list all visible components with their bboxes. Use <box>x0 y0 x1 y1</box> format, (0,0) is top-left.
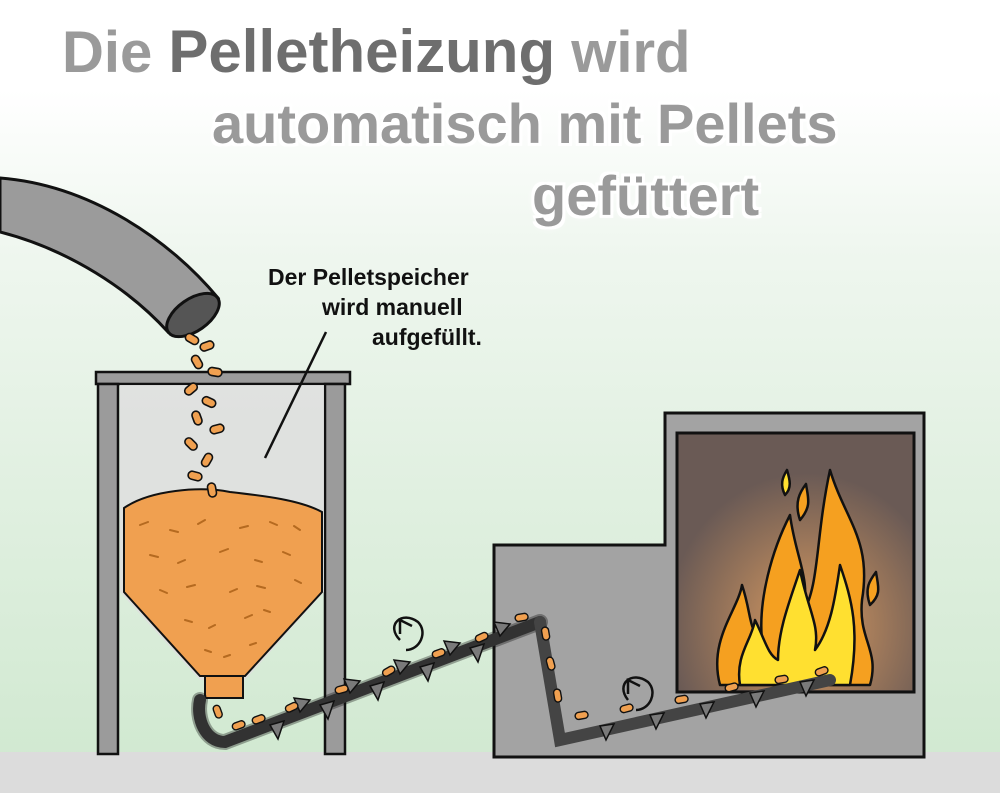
rotation-arrow-icon <box>392 616 424 652</box>
callout-line-1: Der Pelletspeicher <box>268 264 469 290</box>
callout-pointer <box>263 331 328 459</box>
hopper-outlet <box>204 675 244 699</box>
flames <box>715 468 880 687</box>
hopper-frame <box>94 370 352 756</box>
rotation-arrow-icon <box>622 676 654 712</box>
title-line-1: Die Pelletheizung wird <box>62 22 690 82</box>
title-line-2: automatisch mit Pellets <box>212 92 838 155</box>
title-word-die: Die <box>62 20 153 85</box>
title-emphasis: Pelletheizung <box>168 18 556 85</box>
title-line-3: gefüttert <box>532 164 760 227</box>
title-word-wird: wird <box>571 20 691 85</box>
pellet-pile-texture <box>139 519 302 658</box>
floor <box>0 752 1000 793</box>
pipe-opening <box>165 291 221 339</box>
conveyor-pellets <box>212 612 829 731</box>
hopper-callout: Der Pelletspeicher wird manuell aufgefül… <box>268 262 482 352</box>
falling-pellets <box>183 332 225 498</box>
pellet-pile <box>123 488 323 677</box>
screw-conveyor-1 <box>191 614 548 751</box>
callout-line-3: aufgefüllt. <box>372 324 482 350</box>
callout-line-2: wird manuell <box>322 294 463 320</box>
